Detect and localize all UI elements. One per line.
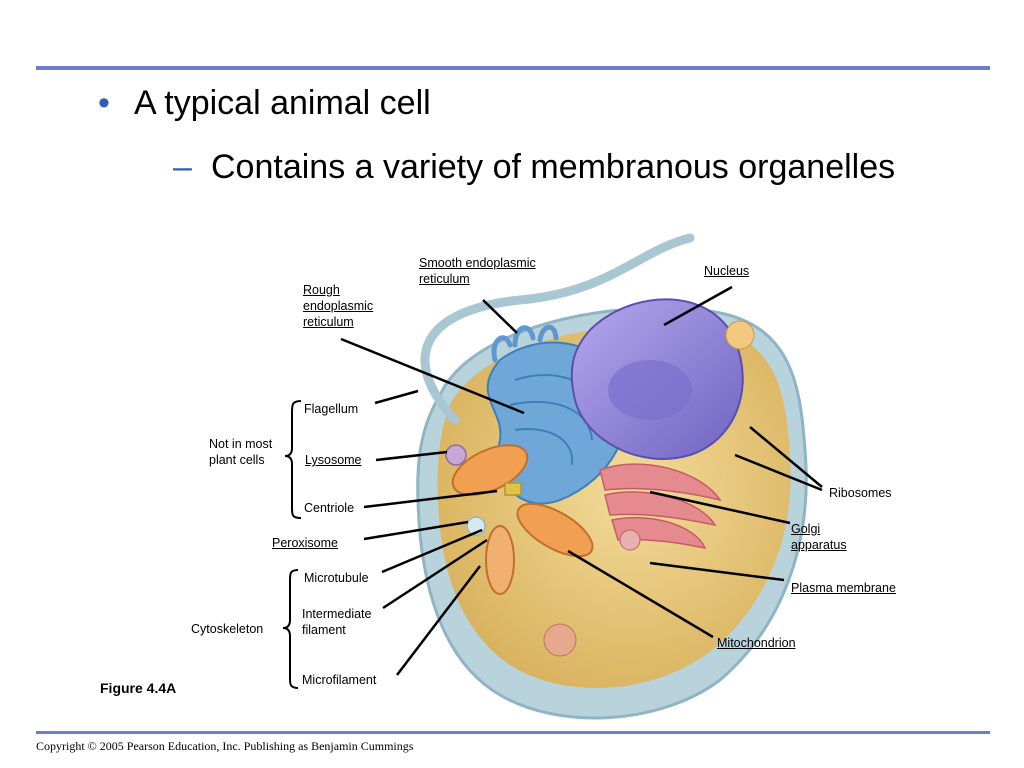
label-smooth-er: Smooth endoplasmic reticulum bbox=[419, 256, 536, 286]
label-intermediate-filament: Intermediate filament bbox=[302, 607, 372, 637]
label-rough-er: Rough endoplasmic reticulum bbox=[303, 283, 374, 329]
brace-cytoskeleton bbox=[282, 569, 299, 689]
copyright-footer: Copyright © 2005 Pearson Education, Inc.… bbox=[36, 739, 414, 753]
top-divider bbox=[36, 66, 990, 70]
mitochondrion-shape-3 bbox=[485, 525, 515, 595]
label-plasma-membrane: Plasma membrane bbox=[791, 581, 896, 595]
label-golgi-apparatus: Golgi apparatus bbox=[791, 522, 847, 552]
golgi-shape bbox=[599, 463, 722, 550]
bullet-2: – Contains a variety of membranous organ… bbox=[173, 148, 895, 187]
bottom-divider bbox=[36, 731, 990, 734]
label-centriole: Centriole bbox=[304, 501, 355, 515]
label-peroxisome: Peroxisome bbox=[272, 536, 338, 550]
label-lysosome: Lysosome bbox=[305, 453, 362, 467]
leader-lines bbox=[340, 285, 823, 676]
label-mitochondrion: Mitochondrion bbox=[717, 636, 796, 650]
label-not-in-plant-cells: Not in most plant cells bbox=[209, 437, 273, 467]
grouping-braces bbox=[282, 400, 302, 689]
smooth-er-shape bbox=[491, 324, 559, 363]
label-flagellum: Flagellum bbox=[304, 402, 359, 416]
label-nucleus: Nucleus bbox=[704, 264, 750, 278]
label-ribosomes: Ribosomes bbox=[829, 486, 892, 500]
bullet-1-text: A typical animal cell bbox=[134, 84, 431, 122]
label-microtubule: Microtubule bbox=[304, 571, 369, 585]
lysosome-shape bbox=[445, 444, 467, 466]
centriole-shape bbox=[504, 482, 522, 496]
bullet-dash: – bbox=[173, 148, 192, 186]
brace-not-in-plant bbox=[284, 400, 302, 519]
flagellum-shape bbox=[420, 233, 695, 425]
bullet-1: • A typical animal cell bbox=[98, 84, 431, 123]
figure-caption: Figure 4.4A bbox=[100, 680, 177, 696]
mitochondrion-shape-2 bbox=[516, 502, 594, 558]
label-microfilament: Microfilament bbox=[302, 673, 377, 687]
bullet-dot: • bbox=[98, 84, 110, 122]
nucleolus-shape bbox=[608, 360, 692, 420]
label-cytoskeleton: Cytoskeleton bbox=[191, 622, 264, 636]
bullet-2-text: Contains a variety of membranous organel… bbox=[211, 148, 896, 186]
